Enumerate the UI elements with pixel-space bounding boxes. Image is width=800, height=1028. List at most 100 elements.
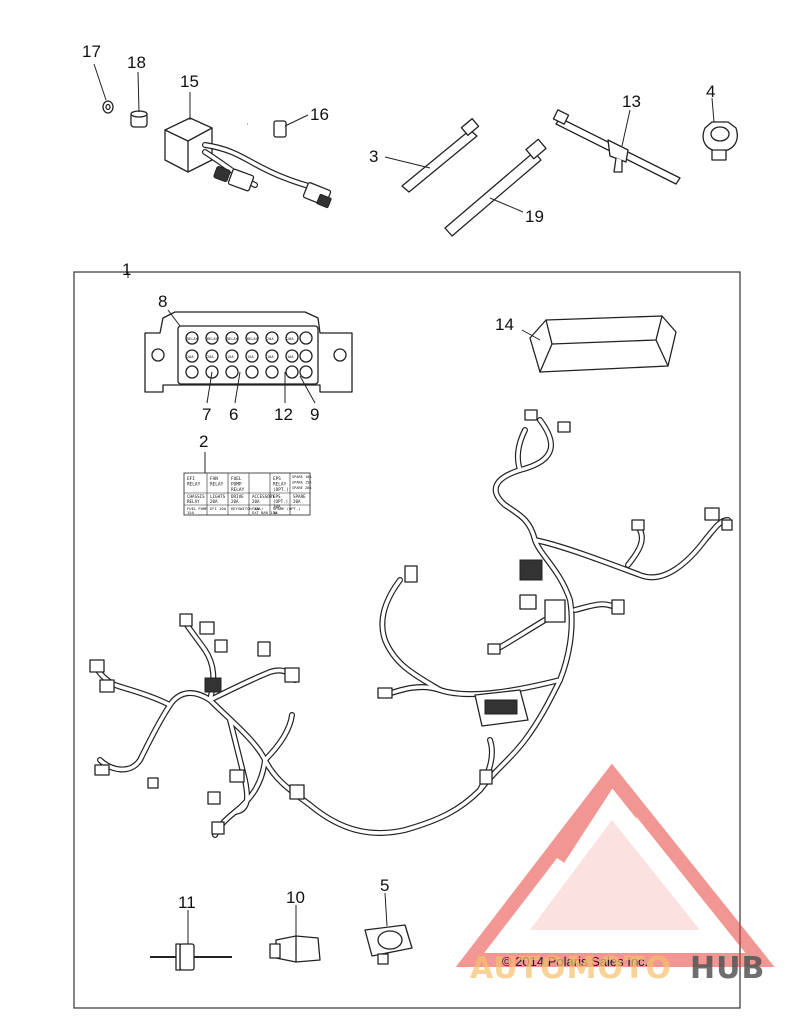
part-16-bolt — [247, 120, 287, 138]
fuse-slot — [299, 349, 313, 363]
fuse-label-cell: 20A — [293, 499, 301, 504]
fuse-slot-label: 20A — [207, 355, 214, 359]
main-wire-harness — [92, 417, 731, 838]
callout-17: 17 — [82, 42, 101, 61]
callout-19: 19 — [525, 207, 544, 226]
callout-18: 18 — [127, 53, 146, 72]
part-3-tie-strap — [401, 118, 480, 193]
fuse-slot — [185, 331, 199, 345]
fuse-slot — [285, 331, 299, 345]
fuse-slot-label: RELAY — [207, 337, 219, 341]
watermark-text: AUTOMOTO HUB — [470, 951, 765, 986]
fuse-label-cell: ACCESSORY — [252, 494, 275, 499]
fuse-label-cell: 20A — [231, 499, 239, 504]
fuse-label-cell: EFI 10A — [210, 506, 227, 511]
fuse-slot-label: 20A — [187, 355, 194, 359]
fuse-slot-label: RELAY — [247, 337, 259, 341]
fuse-label-cell: RELAY — [187, 482, 201, 488]
fuse-slot — [205, 349, 219, 363]
fuse-slot — [299, 331, 313, 345]
part-14-fuse-cover — [529, 315, 677, 373]
callout-3: 3 — [369, 147, 378, 166]
fuse-slot — [245, 349, 259, 363]
fuse-label-cell: 30A — [273, 504, 281, 509]
callout-9: 9 — [310, 405, 319, 424]
fuse-slot — [225, 331, 239, 345]
watermark-brand-b: HUB — [690, 951, 765, 986]
callout-10: 10 — [286, 888, 305, 907]
fuse-label-cell: RELAY — [187, 499, 200, 504]
part-11-diode — [150, 943, 232, 971]
callout-numbers: 17 18 15 16 3 19 13 4 1 8 14 7 6 12 9 2 … — [82, 42, 715, 912]
fuse-label-cell: EXT BAR 15A — [252, 510, 278, 515]
callout-1: 1 — [122, 260, 131, 279]
part-13-push-tie — [552, 109, 681, 185]
fuse-label-cell: 5A — [273, 510, 278, 515]
fuse-label-cell: CHASSIS — [187, 494, 205, 499]
fuse-label-cell: RELAY — [273, 482, 287, 488]
fuse-slot — [185, 365, 199, 379]
fuse-label-cell: SPARE — [293, 494, 306, 499]
part-4-clip — [702, 121, 738, 161]
callout-15: 15 — [180, 72, 199, 91]
fuse-slot-label: 10A — [267, 355, 274, 359]
harness-connectors — [89, 409, 733, 835]
fuse-label-cell: SPARE 20A — [292, 486, 312, 490]
watermark-brand-a: AUTOMOTO — [470, 951, 672, 986]
assembly-frame — [73, 271, 741, 1009]
fuse-slot — [265, 331, 279, 345]
fuse-slot-label: 15A — [227, 355, 234, 359]
fuse-label-cell: LIGHTS — [210, 494, 226, 499]
fuse-label-cell: EFI — [187, 476, 195, 482]
callout-7: 7 — [202, 405, 211, 424]
part-2-fuse-label: EFIRELAYFANRELAYFUELPUMPRELAYEPSRELAY(OP… — [183, 472, 312, 516]
fuse-label-cell: KEYSWITCH 15A — [231, 506, 261, 511]
copyright-text: © 2014 Polaris Sales Inc. — [502, 954, 648, 969]
fuse-slot — [265, 349, 279, 363]
fuse-label-cell: PUMP — [231, 482, 242, 488]
fuse-label-cell: SPARE (OPT.) — [273, 506, 300, 511]
fuse-slot — [285, 349, 299, 363]
fuse-label-cell: (OPT.) — [273, 499, 288, 504]
fuse-label-cell: RELAY — [231, 487, 245, 493]
fuse-label-cell: 20A — [210, 499, 218, 504]
callout-13: 13 — [622, 92, 641, 111]
callout-6: 6 — [229, 405, 238, 424]
fuse-label-cell: FAN — [210, 476, 218, 482]
part-19-tie-strap — [444, 138, 547, 237]
fuse-slot — [185, 349, 199, 363]
fuse-label-cell: 15A — [187, 510, 195, 515]
fuse-label-cell: RELAY — [210, 482, 224, 488]
callout-2: 2 — [199, 432, 208, 451]
callout-12: 12 — [274, 405, 293, 424]
fuse-label-cell: FUEL PUMP — [187, 506, 208, 511]
part-5-connector — [364, 924, 413, 965]
leader-lines — [93, 63, 715, 944]
callout-16: 16 — [310, 105, 329, 124]
callout-14: 14 — [495, 315, 514, 334]
fuse-label-cell: EPS — [273, 476, 281, 482]
fuse-label-cell: (OPT.) — [273, 487, 289, 493]
fuse-slot-label: 10A — [287, 355, 294, 359]
fuse-slot — [245, 365, 259, 379]
fuse-slot — [265, 365, 279, 379]
fuse-slot — [225, 349, 239, 363]
callout-5: 5 — [380, 876, 389, 895]
fuse-slot-label: 15A — [247, 355, 254, 359]
fuse-slot — [299, 365, 313, 379]
fuse-slot — [225, 365, 239, 379]
fuse-label-cell: FUEL — [231, 476, 242, 482]
fuse-slot — [205, 331, 219, 345]
callout-4: 4 — [706, 82, 715, 101]
fuse-slot — [285, 365, 299, 379]
part-15-relay-harness — [164, 117, 332, 209]
callout-11: 11 — [178, 893, 196, 912]
part-18-spacer — [130, 110, 148, 128]
callout-8: 8 — [158, 292, 167, 311]
part-10-connector — [269, 935, 321, 963]
fuse-label-cell: DRIVE — [231, 494, 244, 499]
fuse-slot-label: 20A — [267, 337, 274, 341]
fuse-label-cell: SPARE 15A — [292, 481, 312, 485]
fuse-label-cell: FAN / — [252, 506, 263, 511]
